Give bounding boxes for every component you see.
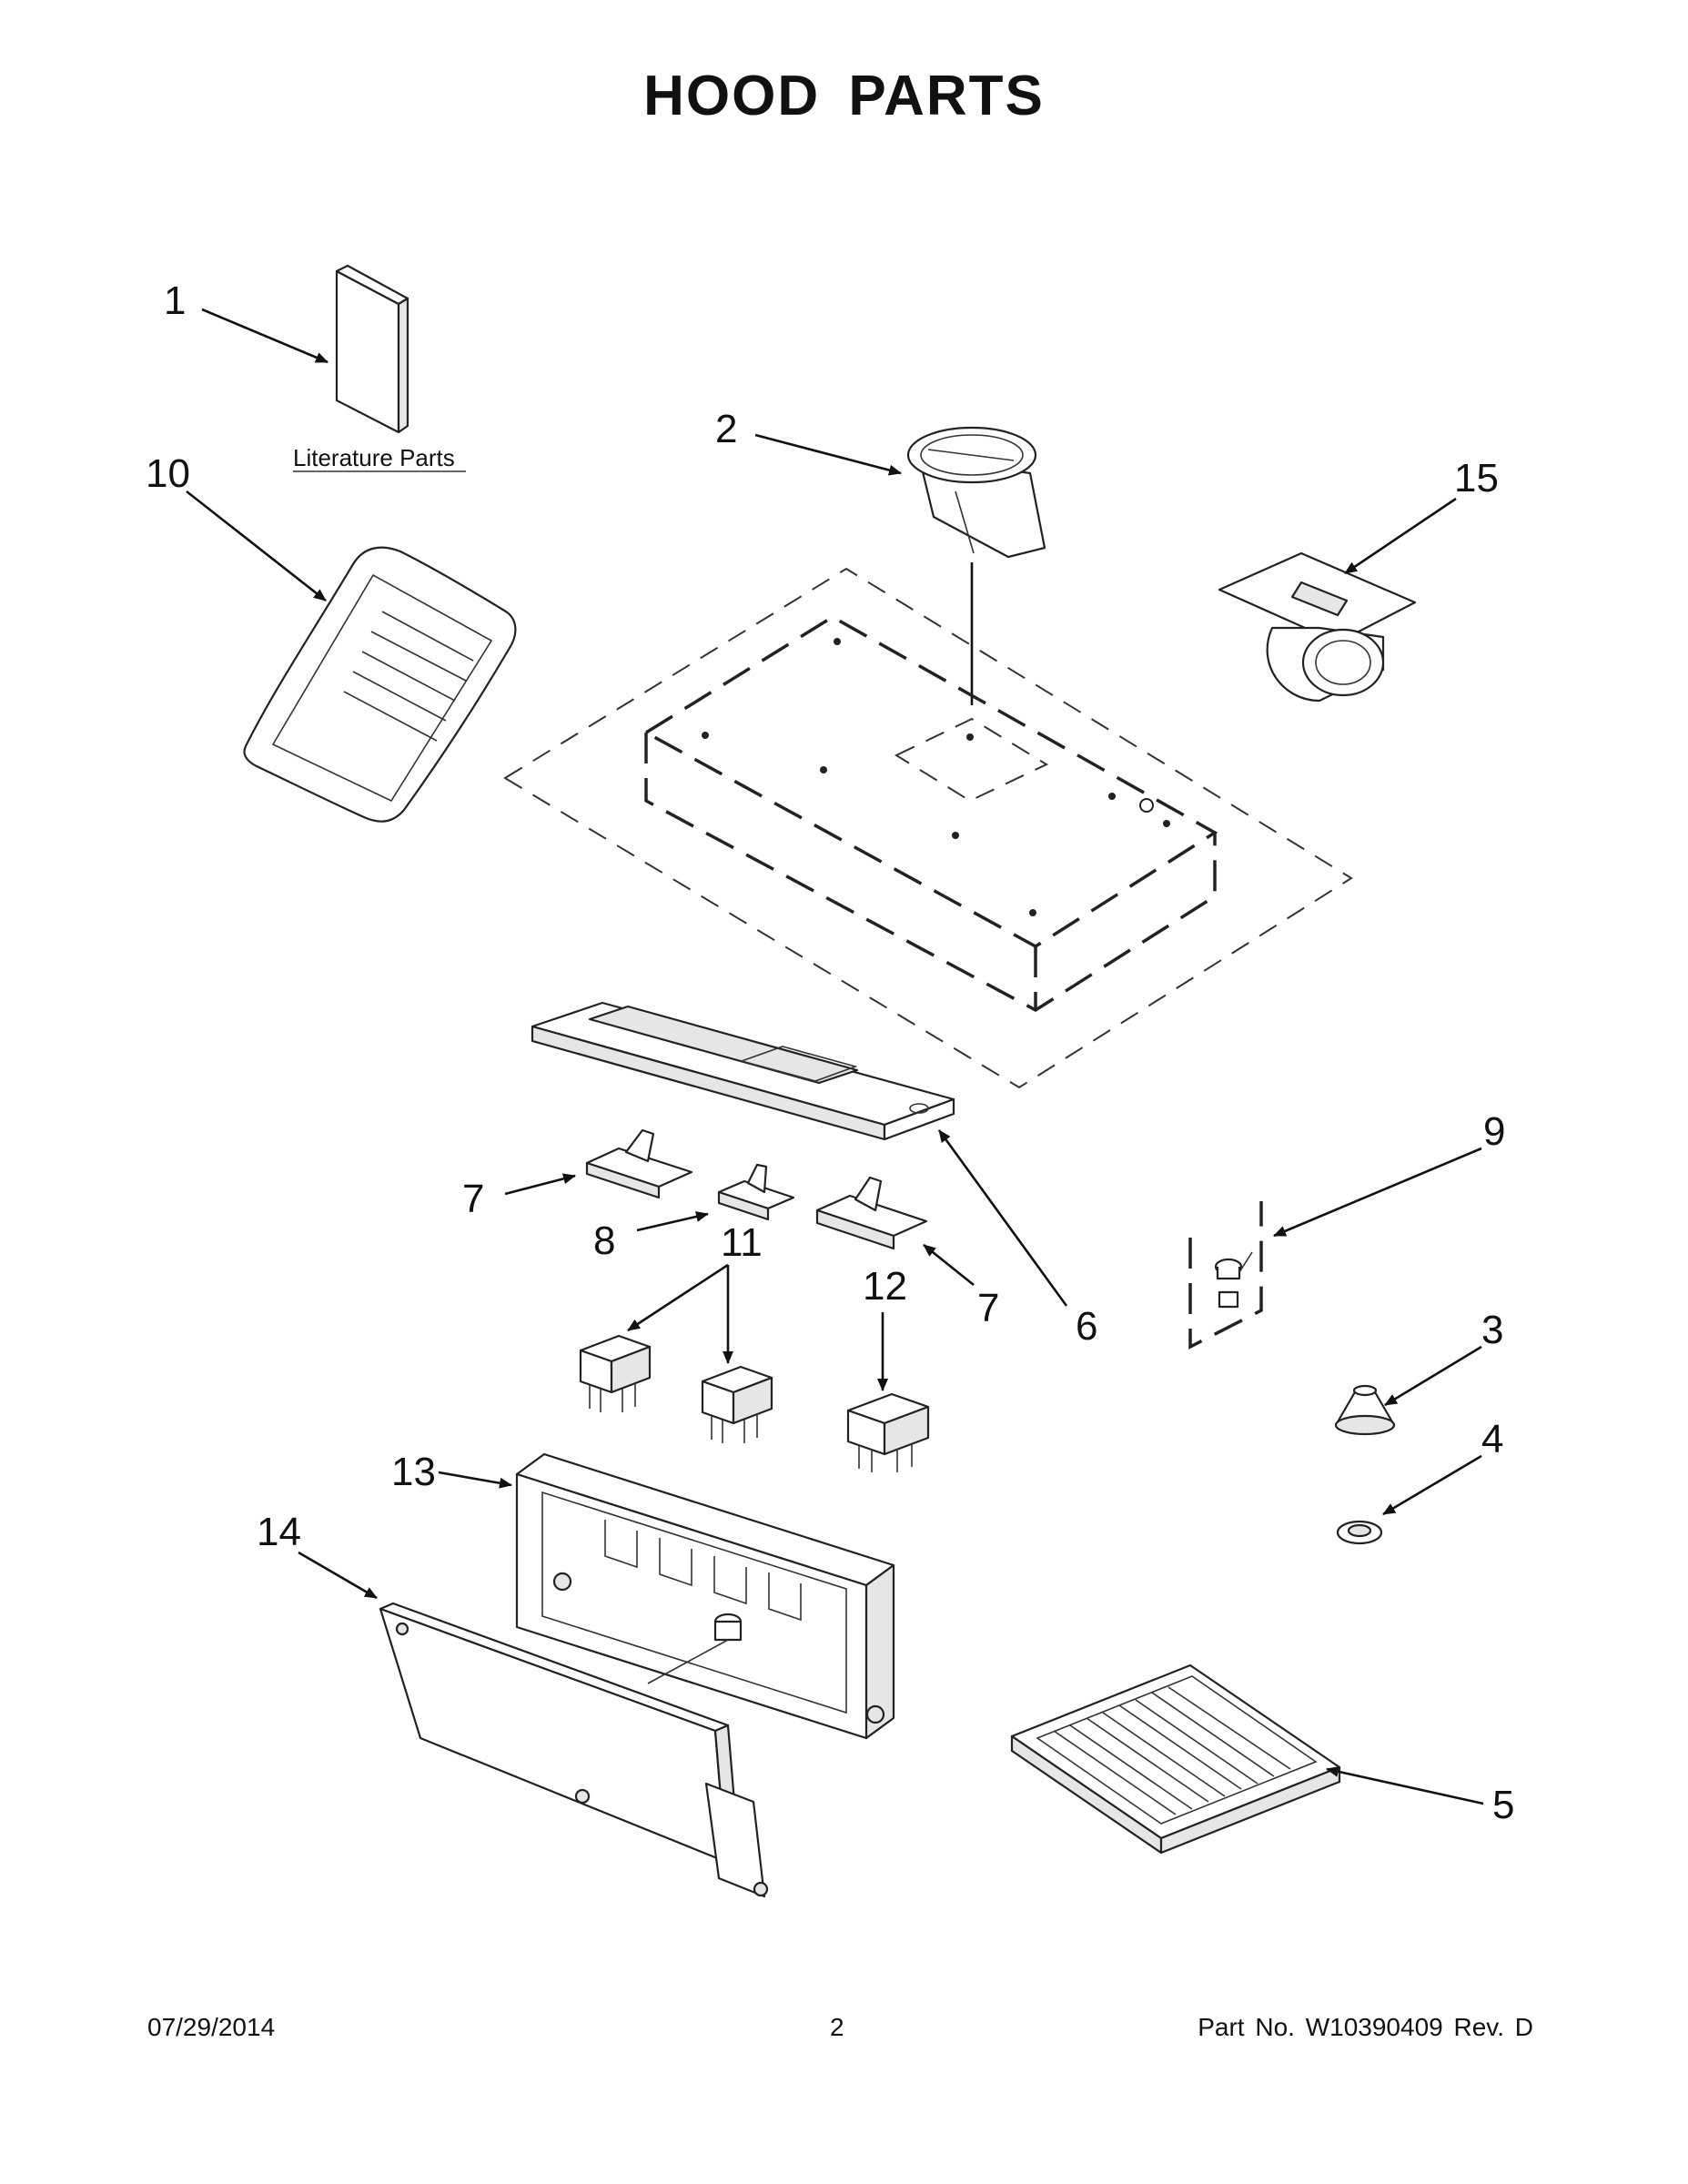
callout-4: 4 bbox=[1481, 1417, 1503, 1461]
part-14-circuit-board bbox=[379, 1602, 769, 1898]
part-12-switch bbox=[846, 1392, 930, 1472]
callout-1: 1 bbox=[164, 278, 186, 323]
part-13-control-housing bbox=[515, 1452, 895, 1740]
part-6-control-bezel bbox=[531, 1001, 955, 1141]
footer-page-number: 2 bbox=[830, 2013, 844, 2041]
leader-7a bbox=[504, 1173, 576, 1196]
callout-7b: 7 bbox=[977, 1286, 999, 1330]
callout-14: 14 bbox=[257, 1510, 301, 1554]
leader-10 bbox=[186, 490, 327, 602]
callout-3: 3 bbox=[1481, 1308, 1503, 1352]
leader-15 bbox=[1344, 497, 1457, 575]
leader-13 bbox=[438, 1471, 512, 1489]
part-8-button-center bbox=[717, 1163, 795, 1221]
leader-7b bbox=[923, 1243, 975, 1287]
leader-11a bbox=[627, 1263, 729, 1332]
callout-13: 13 bbox=[391, 1450, 436, 1494]
callout-7a: 7 bbox=[462, 1177, 484, 1221]
footer-date: 07/29/2014 bbox=[147, 2013, 276, 2041]
hood-outline-phantom bbox=[503, 567, 1353, 1089]
leader-6 bbox=[937, 1129, 1068, 1307]
callout-10: 10 bbox=[146, 451, 190, 496]
part-11-switch-right bbox=[701, 1365, 773, 1443]
part-10-instruction-sheet bbox=[243, 546, 517, 823]
callout-2: 2 bbox=[715, 407, 737, 451]
part-2-damper bbox=[906, 426, 1046, 559]
leader-1 bbox=[201, 308, 329, 364]
callout-5: 5 bbox=[1492, 1783, 1514, 1827]
page-title: HOOD PARTS bbox=[643, 65, 1045, 127]
part-5-grease-filter bbox=[1010, 1663, 1341, 1855]
callout-12: 12 bbox=[863, 1264, 907, 1309]
callout-9: 9 bbox=[1483, 1109, 1505, 1154]
part-15-blower bbox=[1218, 551, 1417, 703]
leader-2 bbox=[754, 433, 902, 476]
footer-part-number: Part No. W10390409 Rev. D bbox=[1198, 2013, 1533, 2041]
part-3-bulb bbox=[1334, 1384, 1396, 1436]
literature-parts-label: Literature Parts bbox=[293, 444, 455, 471]
leader-8 bbox=[636, 1211, 709, 1232]
part-7-button-left bbox=[585, 1128, 693, 1199]
leader-5 bbox=[1326, 1765, 1484, 1805]
part-11-switch-left bbox=[579, 1334, 652, 1412]
callout-8: 8 bbox=[593, 1218, 615, 1263]
part-4-lens bbox=[1336, 1520, 1383, 1545]
leader-9 bbox=[1273, 1147, 1482, 1238]
callout-15: 15 bbox=[1454, 456, 1499, 500]
part-9-socket-bracket bbox=[1188, 1201, 1263, 1350]
leader-14 bbox=[298, 1551, 378, 1600]
part-7-button-right bbox=[815, 1176, 928, 1250]
leader-4 bbox=[1382, 1454, 1482, 1516]
callout-11: 11 bbox=[721, 1220, 763, 1265]
leader-3 bbox=[1384, 1345, 1482, 1407]
callout-6: 6 bbox=[1076, 1304, 1097, 1349]
part-1-literature-booklet bbox=[335, 264, 409, 434]
